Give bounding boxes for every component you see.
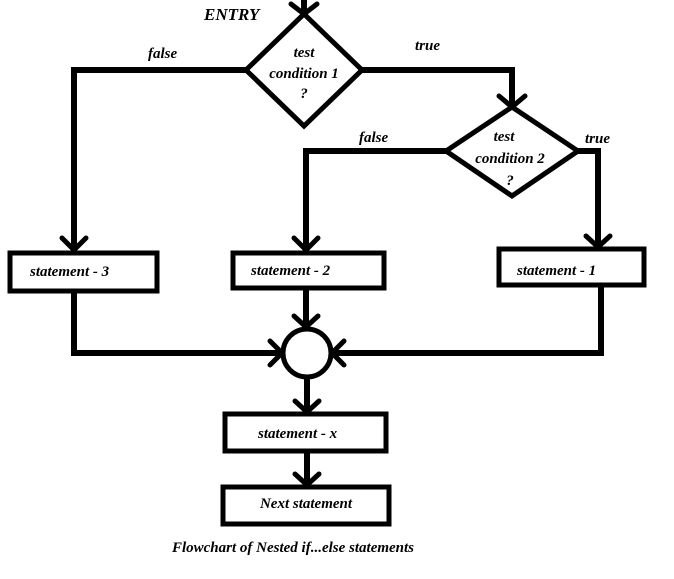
d1-false-label: false bbox=[148, 46, 178, 62]
d2-true-edge bbox=[578, 148, 601, 247]
statement-3-box bbox=[7, 250, 160, 294]
merge-connector bbox=[280, 326, 334, 380]
s3-to-connector-edge bbox=[71, 291, 282, 356]
statement-1-label: statement - 1 bbox=[516, 263, 596, 279]
decision-2-line3: ? bbox=[506, 173, 514, 189]
d1-true-label: true bbox=[415, 38, 440, 54]
d1-false-edge bbox=[71, 67, 246, 250]
d2-false-edge bbox=[303, 148, 446, 250]
statement-3-label: statement - 3 bbox=[29, 264, 110, 280]
decision-1-line1: test bbox=[294, 45, 316, 61]
decision-2 bbox=[441, 103, 583, 200]
statement-1-box bbox=[496, 246, 647, 288]
decision-2-line1: test bbox=[494, 129, 516, 145]
decision-2-line2: condition 2 bbox=[475, 151, 545, 167]
d2-false-arrowhead bbox=[291, 235, 321, 254]
d2-true-label: true bbox=[585, 131, 610, 147]
statement-x-box bbox=[222, 411, 389, 454]
d1-false-arrowhead bbox=[59, 235, 89, 254]
next-statement-box bbox=[220, 484, 392, 527]
decision-1-line3: ? bbox=[300, 86, 308, 102]
d1-true-edge bbox=[362, 67, 515, 107]
entry-label: ENTRY bbox=[203, 5, 261, 24]
statement-x-label: statement - x bbox=[257, 426, 338, 442]
s1-to-connector-edge bbox=[332, 285, 604, 356]
caption: Flowchart of Nested if...else statements bbox=[171, 540, 414, 556]
statement-2-box bbox=[230, 250, 387, 291]
decision-1 bbox=[242, 10, 366, 130]
statement-2-label: statement - 2 bbox=[250, 263, 331, 279]
decision-1-line2: condition 1 bbox=[269, 66, 339, 82]
next-statement-label: Next statement bbox=[259, 496, 353, 512]
d2-false-label: false bbox=[359, 130, 389, 146]
